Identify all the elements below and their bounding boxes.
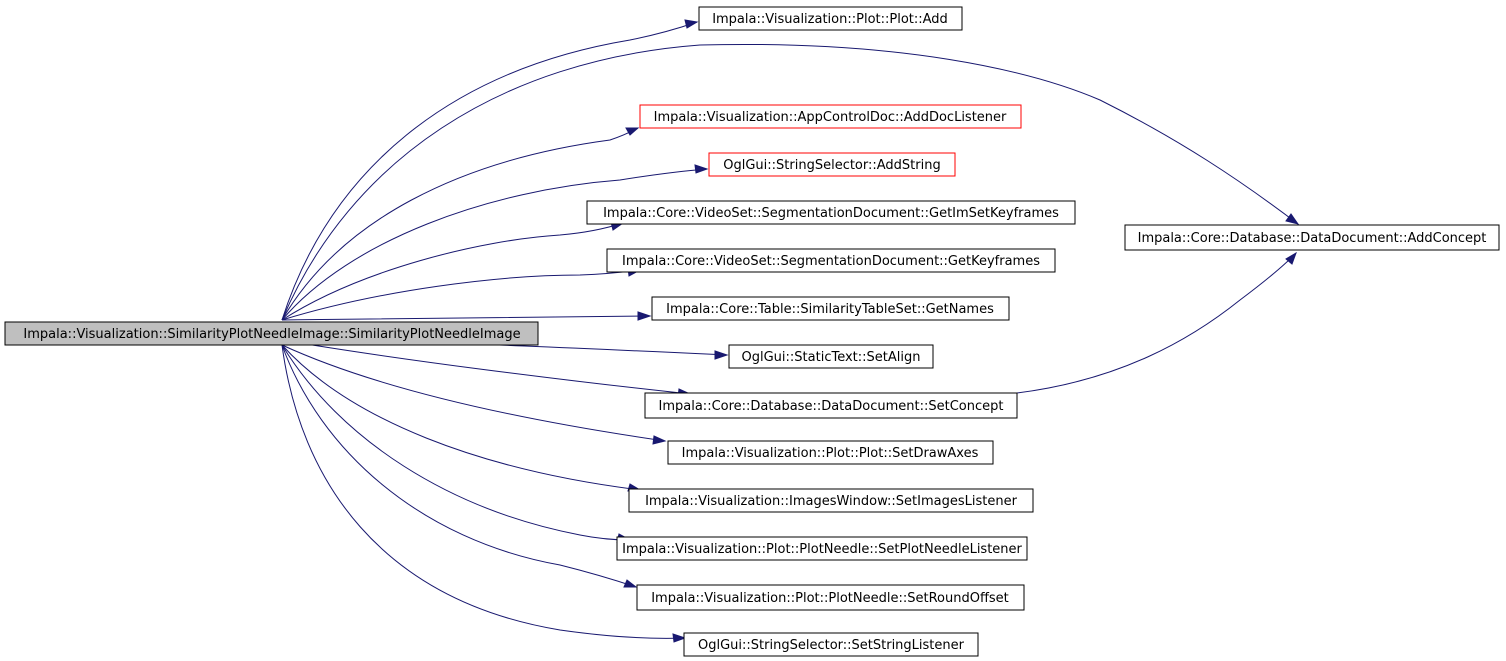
- node-setstringlistener[interactable]: OglGui::StringSelector::SetStringListene…: [683, 632, 979, 657]
- edge-root-to-setalign-arrowhead: [714, 350, 729, 360]
- node-addstring[interactable]: OglGui::StringSelector::AddString: [708, 152, 956, 177]
- edge-root-to-add-arrowhead: [684, 19, 699, 29]
- node-addconcept[interactable]: Impala::Core::Database::DataDocument::Ad…: [1124, 224, 1500, 251]
- node-setroundoffset-box: [636, 584, 1025, 611]
- node-setplotneedlelistener[interactable]: Impala::Visualization::Plot::PlotNeedle:…: [616, 536, 1028, 561]
- node-setdrawaxes[interactable]: Impala::Visualization::Plot::Plot::SetDr…: [667, 440, 994, 465]
- node-setplotneedlelistener-label: Impala::Visualization::Plot::PlotNeedle:…: [622, 542, 1022, 557]
- edge-root-to-setdrawaxes: [281, 344, 666, 442]
- edge-root-to-add: [281, 21, 698, 321]
- node-setdrawaxes-box: [667, 440, 994, 465]
- node-addconcept-label: Impala::Core::Database::DataDocument::Ad…: [1138, 231, 1487, 246]
- node-addconcept-box: [1124, 224, 1500, 251]
- edge-root-to-setstringlistener-arrowhead: [672, 633, 687, 643]
- node-root-box: [4, 321, 539, 346]
- edge-root-to-setimageslistener: [281, 344, 641, 491]
- node-setimageslistener-label: Impala::Visualization::ImagesWindow::Set…: [645, 494, 1018, 509]
- edge-root-to-setroundoffset-arrowhead: [623, 579, 638, 588]
- edge-root-to-addstring: [281, 168, 708, 321]
- node-adddoclistener-label: Impala::Visualization::AppControlDoc::Ad…: [654, 110, 1007, 125]
- node-setconcept-label: Impala::Core::Database::DataDocument::Se…: [659, 399, 1004, 414]
- edge-root-to-setdrawaxes-arrowhead: [652, 435, 667, 445]
- edge-root-to-addconcept-arrowhead: [1285, 213, 1300, 225]
- node-setroundoffset[interactable]: Impala::Visualization::Plot::PlotNeedle:…: [636, 584, 1025, 611]
- node-adddoclistener[interactable]: Impala::Visualization::AppControlDoc::Ad…: [639, 104, 1022, 129]
- node-getnames[interactable]: Impala::Core::Table::SimilarityTableSet:…: [651, 296, 1010, 321]
- edge-root-to-getnames: [281, 315, 651, 321]
- node-setalign-label: OglGui::StaticText::SetAlign: [742, 350, 921, 365]
- edge-root-to-adddoclistener: [281, 127, 639, 321]
- edge-root-to-addconcept: [281, 43, 1299, 321]
- node-setimageslistener[interactable]: Impala::Visualization::ImagesWindow::Set…: [628, 488, 1034, 513]
- node-getnames-box: [651, 296, 1010, 321]
- node-root-label: Impala::Visualization::SimilarityPlotNee…: [23, 327, 520, 342]
- node-setconcept[interactable]: Impala::Core::Database::DataDocument::Se…: [644, 392, 1018, 419]
- node-layer: Impala::Visualization::SimilarityPlotNee…: [4, 6, 1500, 657]
- node-adddoclistener-box: [639, 104, 1022, 129]
- node-getimsetkeyframes[interactable]: Impala::Core::VideoSet::SegmentationDocu…: [586, 200, 1076, 225]
- node-root[interactable]: Impala::Visualization::SimilarityPlotNee…: [4, 321, 539, 346]
- edge-root-to-getnames-arrowhead: [637, 311, 652, 321]
- node-getimsetkeyframes-box: [586, 200, 1076, 225]
- node-getkeyframes-label: Impala::Core::VideoSet::SegmentationDocu…: [622, 254, 1040, 269]
- node-setroundoffset-label: Impala::Visualization::Plot::PlotNeedle:…: [651, 591, 1009, 606]
- edge-root-to-setplotneedlelistener: [281, 344, 631, 541]
- edge-root-to-getimsetkeyframes: [281, 222, 624, 321]
- node-getkeyframes-box: [606, 248, 1056, 273]
- node-getimsetkeyframes-label: Impala::Core::VideoSet::SegmentationDocu…: [603, 206, 1059, 221]
- node-setconcept-box: [644, 392, 1018, 419]
- edge-root-to-getkeyframes: [281, 269, 641, 321]
- node-setstringlistener-label: OglGui::StringSelector::SetStringListene…: [698, 638, 965, 653]
- node-setstringlistener-box: [683, 632, 979, 657]
- node-addstring-label: OglGui::StringSelector::AddString: [723, 158, 940, 173]
- edge-layer: [281, 19, 1300, 643]
- node-setplotneedlelistener-box: [616, 536, 1028, 561]
- node-add-label: Impala::Visualization::Plot::Plot::Add: [712, 12, 948, 27]
- node-setdrawaxes-label: Impala::Visualization::Plot::Plot::SetDr…: [682, 446, 979, 461]
- node-add[interactable]: Impala::Visualization::Plot::Plot::Add: [698, 6, 963, 31]
- edge-setconcept-to-addconcept: [1016, 252, 1297, 394]
- edge-setconcept-to-addconcept-arrowhead: [1285, 251, 1297, 265]
- node-getnames-label: Impala::Core::Table::SimilarityTableSet:…: [666, 302, 994, 317]
- edge-root-to-setroundoffset: [281, 344, 637, 588]
- node-addstring-box: [708, 152, 956, 177]
- node-getkeyframes[interactable]: Impala::Core::VideoSet::SegmentationDocu…: [606, 248, 1056, 273]
- node-add-box: [698, 6, 963, 31]
- edge-root-to-setstringlistener: [281, 344, 686, 639]
- node-setalign-box: [728, 344, 934, 369]
- node-setalign[interactable]: OglGui::StaticText::SetAlign: [728, 344, 934, 369]
- edge-root-to-adddoclistener-arrowhead: [625, 127, 640, 136]
- edge-root-to-addstring-arrowhead: [694, 164, 709, 174]
- node-setimageslistener-box: [628, 488, 1034, 513]
- edge-root-to-setconcept: [281, 339, 691, 395]
